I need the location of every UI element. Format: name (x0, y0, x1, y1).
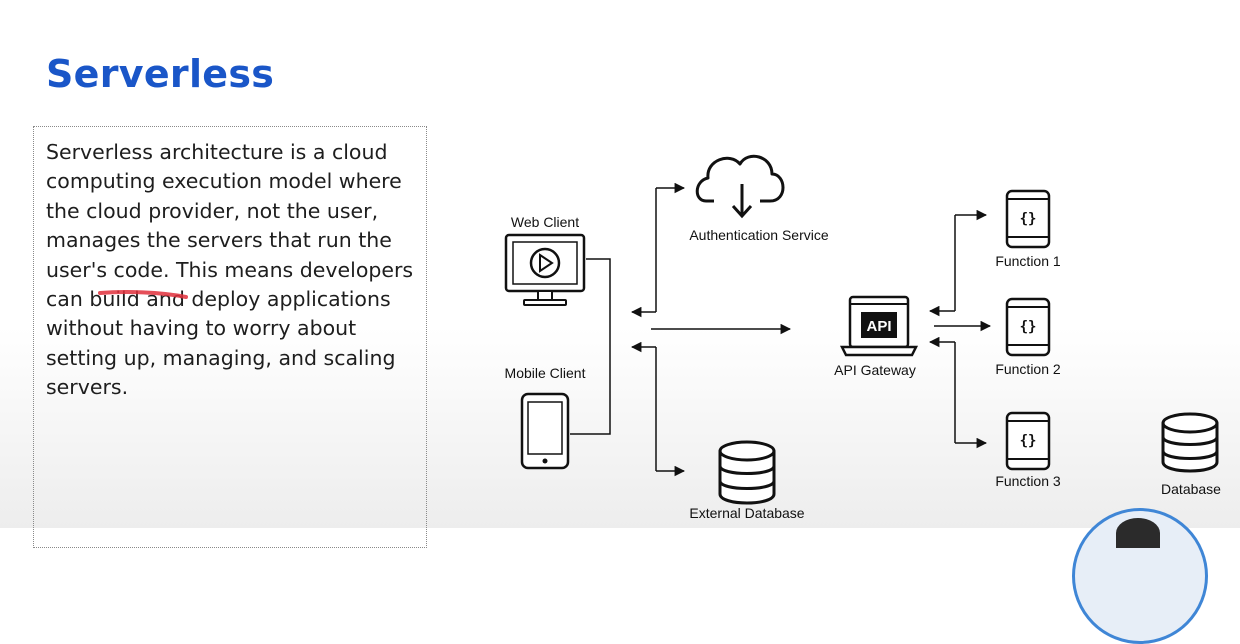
api-gateway-label: API Gateway (834, 362, 916, 378)
body-text: Serverless architecture is a cloud compu… (46, 140, 414, 400)
client-connector (570, 258, 611, 435)
database-icon (1161, 412, 1219, 473)
slide-title: Serverless (46, 52, 275, 96)
function-2-phone-icon (1005, 297, 1051, 357)
web-client-label: Web Client (511, 214, 579, 230)
function-1-phone-icon (1005, 189, 1051, 249)
function-2-braces: {} (1020, 319, 1037, 335)
function-3-label: Function 3 (995, 473, 1061, 489)
red-annotation-mark (98, 290, 188, 299)
function-3-phone-icon (1005, 411, 1051, 471)
function-3-braces: {} (1020, 433, 1037, 449)
presenter-avatar-head (1116, 518, 1160, 548)
external-database-label: External Database (689, 505, 804, 521)
database-label: Database (1161, 481, 1221, 497)
auth-service-label: Authentication Service (689, 227, 829, 243)
api-gateway-laptop-icon (839, 295, 919, 357)
function-2-label: Function 2 (995, 361, 1061, 377)
web-client-monitor-icon (504, 233, 586, 306)
cloud-download-icon (695, 154, 785, 219)
api-icon-text: API (866, 318, 891, 335)
client-arrows (630, 182, 792, 477)
mobile-client-label: Mobile Client (505, 365, 586, 381)
external-database-icon (718, 440, 776, 505)
function-1-label: Function 1 (995, 253, 1061, 269)
mobile-client-phone-icon (520, 392, 570, 470)
function-1-braces: {} (1020, 211, 1037, 227)
gateway-arrows (928, 209, 992, 449)
architecture-diagram: Web Client Mobile Client Authentication … (504, 154, 1221, 521)
